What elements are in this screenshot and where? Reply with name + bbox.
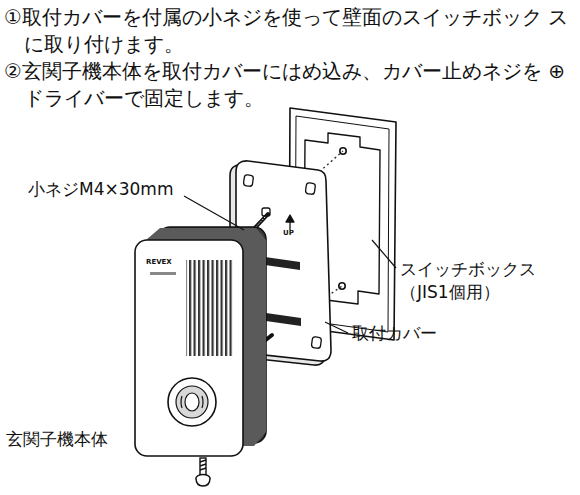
door-station	[135, 227, 266, 456]
cover-screw	[200, 460, 206, 470]
switch-box	[339, 283, 345, 289]
instruction-text: ①取付カバーを付属の小ネジを使って壁面のスイッチボック スに取り付けます。	[4, 4, 576, 58]
cover-screw	[200, 458, 206, 475]
door-station	[135, 240, 243, 456]
leader-line	[325, 322, 348, 333]
mounting-cover	[286, 215, 294, 230]
instruction-text: ②玄関子機本体を取付カバーにはめ込み、カバー止めネジを ⊕ドライバーで固定します…	[4, 58, 576, 112]
leader-line	[184, 196, 244, 230]
door-station	[181, 396, 203, 408]
door-station	[168, 378, 216, 426]
part-label: 小ネジM4×30mm	[28, 178, 173, 201]
door-station	[185, 393, 199, 411]
leader-line	[372, 240, 396, 268]
part-label: 玄関子機本体	[6, 428, 108, 451]
mounting-cover	[311, 336, 321, 348]
door-station	[150, 272, 176, 275]
part-label: 取付カバー	[352, 322, 437, 345]
mounting-cover	[243, 174, 253, 186]
mounting-cover	[305, 182, 315, 194]
brand-logo: REVEX	[146, 259, 172, 266]
leader-line	[184, 196, 396, 333]
door-station	[176, 386, 208, 418]
door-station	[186, 260, 234, 356]
part-label: スイッチボックス （JIS1個用）	[400, 258, 542, 304]
direction-mark: UP	[283, 230, 294, 237]
cover-screw	[196, 478, 210, 486]
cover-screw	[196, 458, 210, 486]
mounting-cover	[286, 215, 294, 222]
